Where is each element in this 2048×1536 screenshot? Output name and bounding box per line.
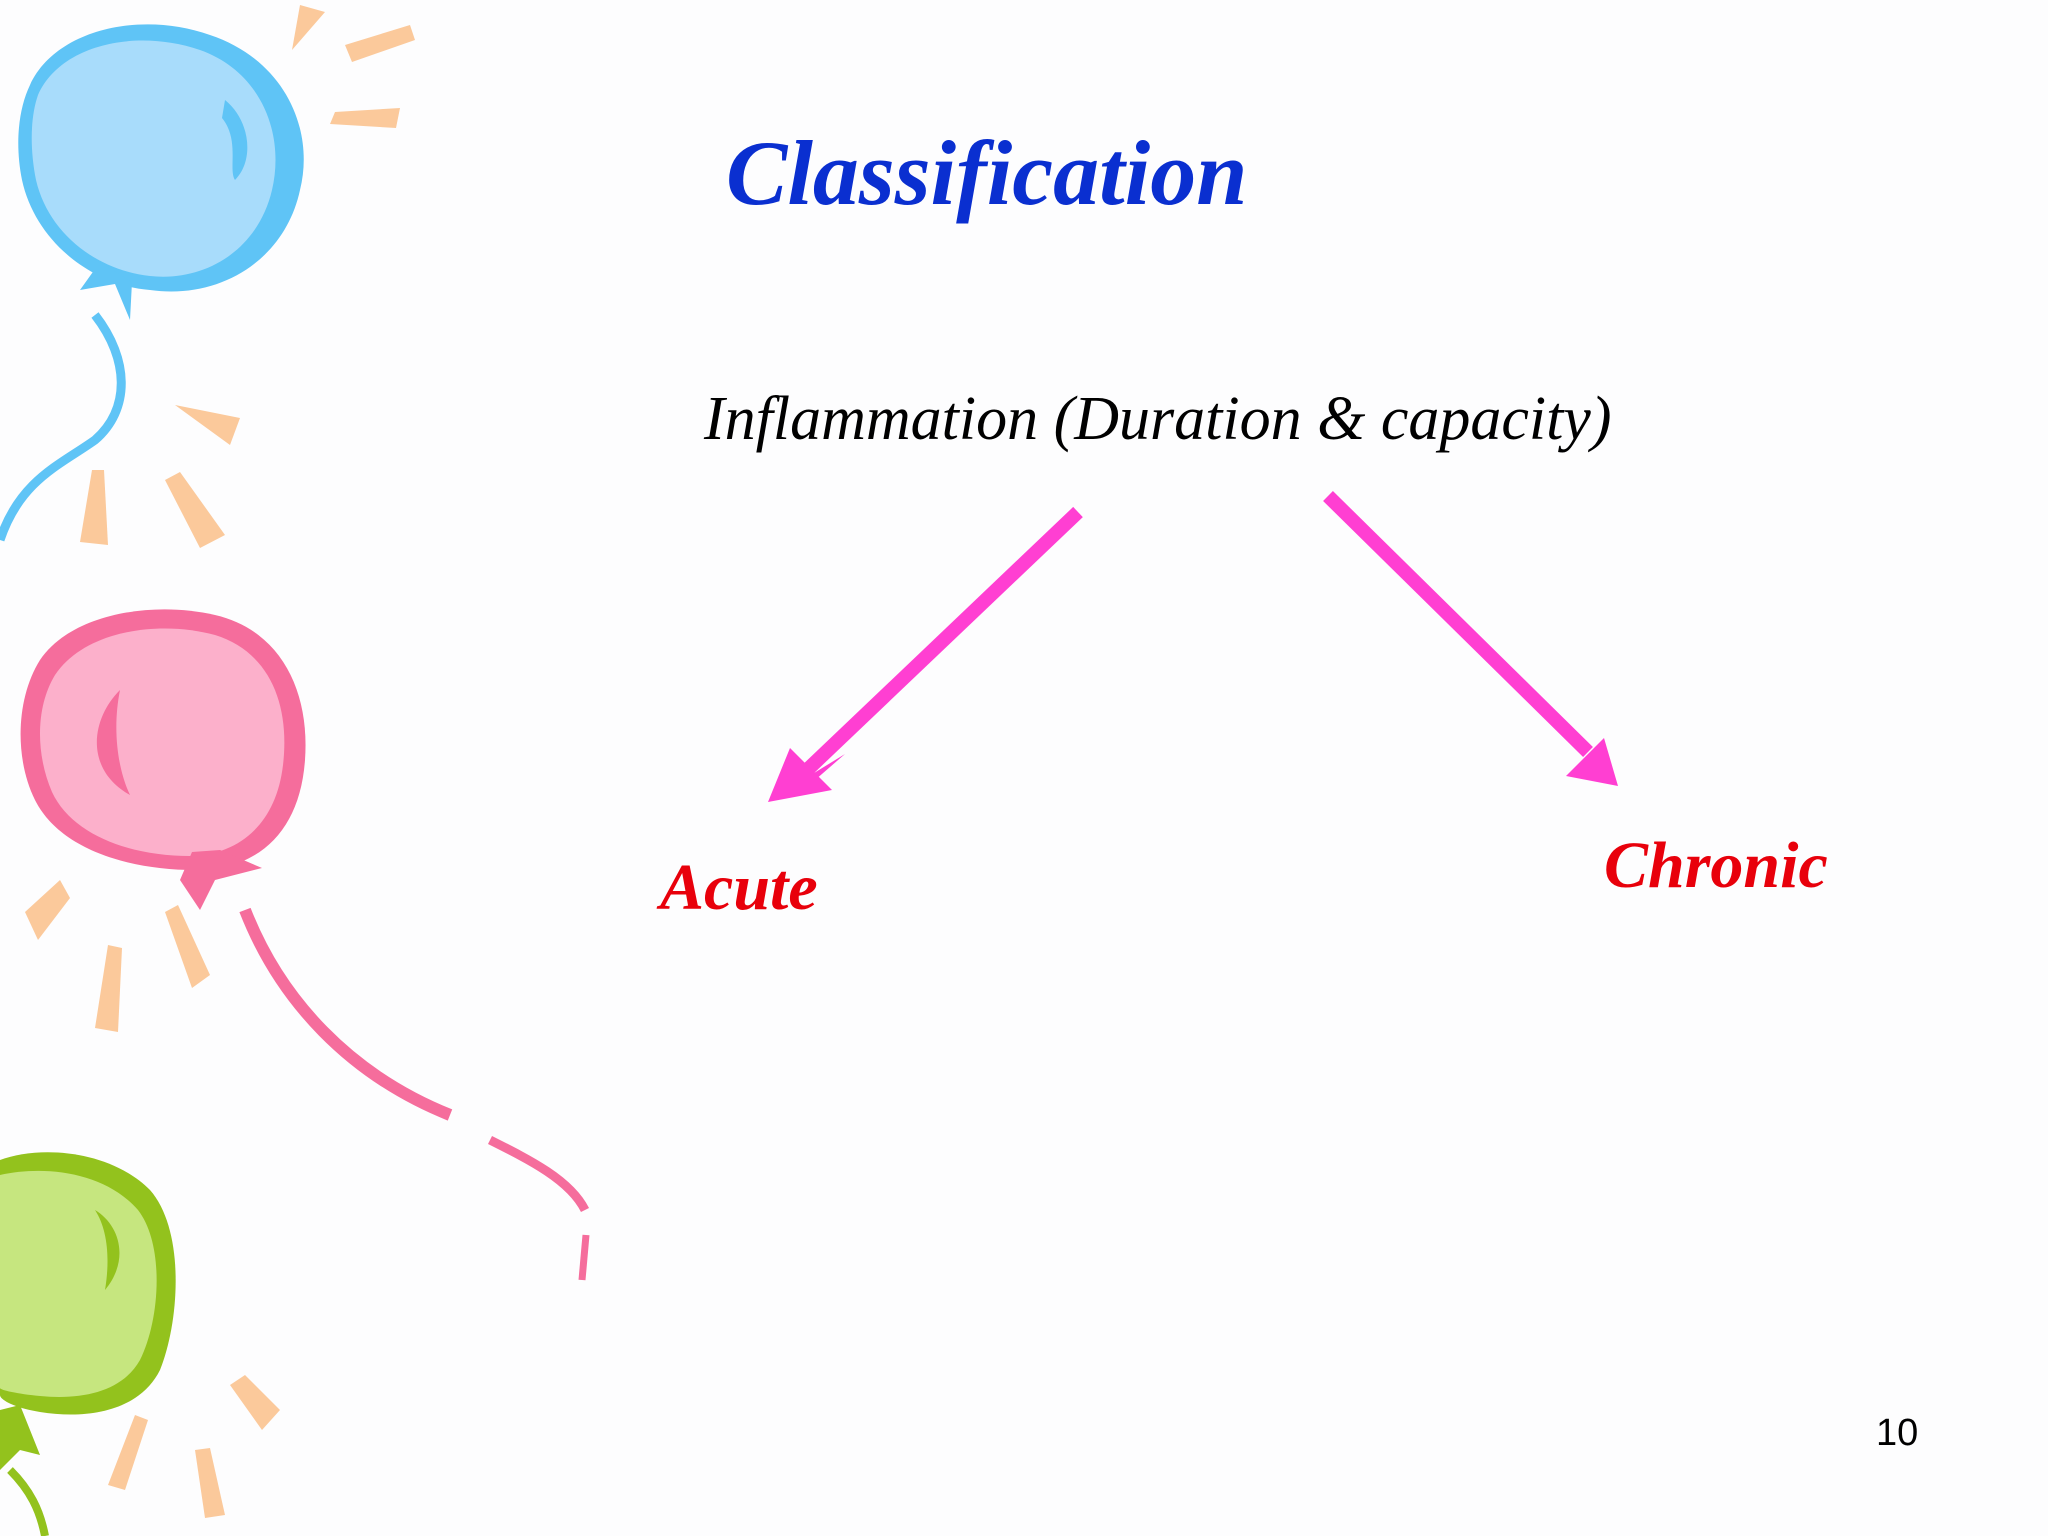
branch-acute: Acute [660, 851, 818, 924]
rays-icon [80, 5, 415, 548]
branch-chronic: Chronic [1604, 829, 1828, 902]
slide-title: Classification [726, 122, 1248, 224]
green-balloon-icon [0, 1152, 176, 1536]
pink-balloon-icon [20, 609, 590, 1281]
arrow-to-acute-icon [768, 506, 1083, 802]
blue-balloon-icon [0, 24, 304, 542]
page-number: 10 [1876, 1412, 1919, 1454]
rays-icon [25, 880, 210, 1032]
rays-icon [108, 1375, 280, 1518]
root-label: Inflammation (Duration & capacity) [704, 385, 1612, 453]
arrow-to-chronic-icon [1323, 491, 1618, 786]
